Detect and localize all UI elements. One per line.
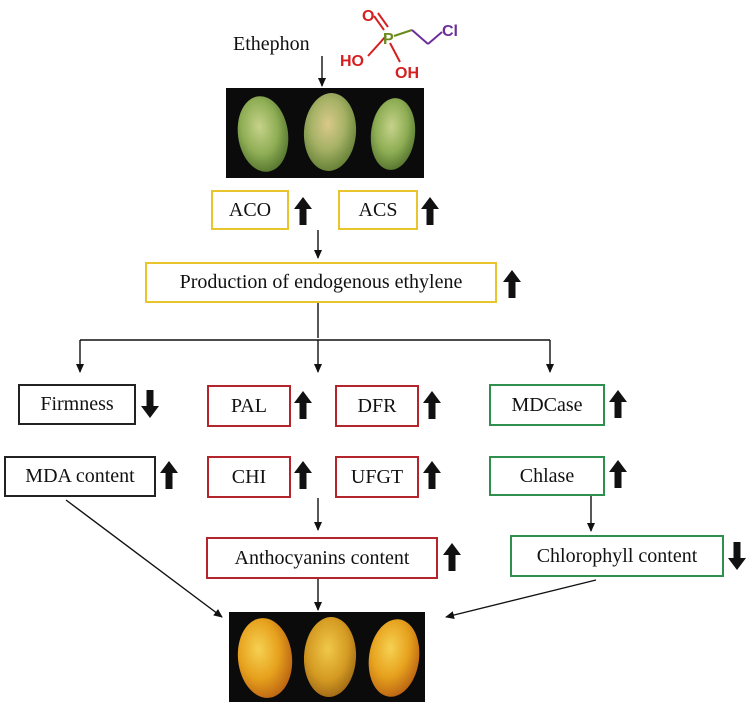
arrow-mda-to-fruit <box>65 499 223 618</box>
ufgt-up-arrow-icon <box>423 461 441 489</box>
pal-box: PAL <box>207 385 291 427</box>
unripe-mango-2 <box>303 93 357 171</box>
pal-label: PAL <box>231 394 267 417</box>
chlorophyll-content-box: Chlorophyll content <box>510 535 724 577</box>
pal-up-arrow-icon <box>294 391 312 419</box>
ripe-mango-2 <box>303 617 357 697</box>
chlase-box: Chlase <box>489 456 605 496</box>
dfr-label: DFR <box>357 394 397 417</box>
mda-up-arrow-icon <box>160 461 178 489</box>
ethylene-production-box: Production of endogenous ethylene <box>145 262 497 303</box>
anthocyanins-up-arrow-icon <box>443 543 461 571</box>
chlorophyll-down-arrow-icon <box>728 542 746 570</box>
chi-box: CHI <box>207 456 291 498</box>
ethylene-production-label: Production of endogenous ethylene <box>179 271 463 293</box>
chlase-up-arrow-icon <box>609 460 627 488</box>
aco-box: ACO <box>211 190 289 230</box>
acs-label: ACS <box>358 198 398 221</box>
mdcase-label: MDCase <box>511 393 583 416</box>
dfr-up-arrow-icon <box>423 391 441 419</box>
arrow-chlorophyll-to-fruit <box>445 579 597 619</box>
chlorophyll-content-label: Chlorophyll content <box>536 544 698 567</box>
mdcase-up-arrow-icon <box>609 390 627 418</box>
unripe-mango-photo <box>226 88 424 178</box>
acs-box: ACS <box>338 190 418 230</box>
chi-label: CHI <box>231 465 267 488</box>
mda-content-box: MDA content <box>4 456 156 497</box>
unripe-mangoes-image <box>237 93 416 172</box>
aco-label: ACO <box>228 198 272 221</box>
firmness-label: Firmness <box>40 393 114 415</box>
ripe-mango-photo <box>229 612 425 702</box>
dfr-box: DFR <box>335 385 419 427</box>
ufgt-box: UFGT <box>335 456 419 498</box>
unripe-mango-1 <box>237 96 289 172</box>
mdcase-box: MDCase <box>489 384 605 426</box>
ufgt-label: UFGT <box>350 465 404 488</box>
anthocyanins-content-label: Anthocyanins content <box>234 546 410 569</box>
ripe-mango-1 <box>237 618 293 698</box>
ripe-mango-3 <box>368 619 420 697</box>
chi-up-arrow-icon <box>294 461 312 489</box>
mda-content-label: MDA content <box>25 465 135 487</box>
firmness-down-arrow-icon <box>141 390 159 418</box>
chlase-label: Chlase <box>519 464 575 487</box>
ethephon-label: Ethephon <box>233 33 310 55</box>
aco-up-arrow-icon <box>294 197 312 225</box>
acs-up-arrow-icon <box>421 197 439 225</box>
firmness-box: Firmness <box>18 384 136 425</box>
ethylene-up-arrow-icon <box>503 270 521 298</box>
unripe-mango-3 <box>370 98 416 170</box>
ripe-mangoes-image <box>237 617 420 698</box>
anthocyanins-content-box: Anthocyanins content <box>206 537 438 579</box>
